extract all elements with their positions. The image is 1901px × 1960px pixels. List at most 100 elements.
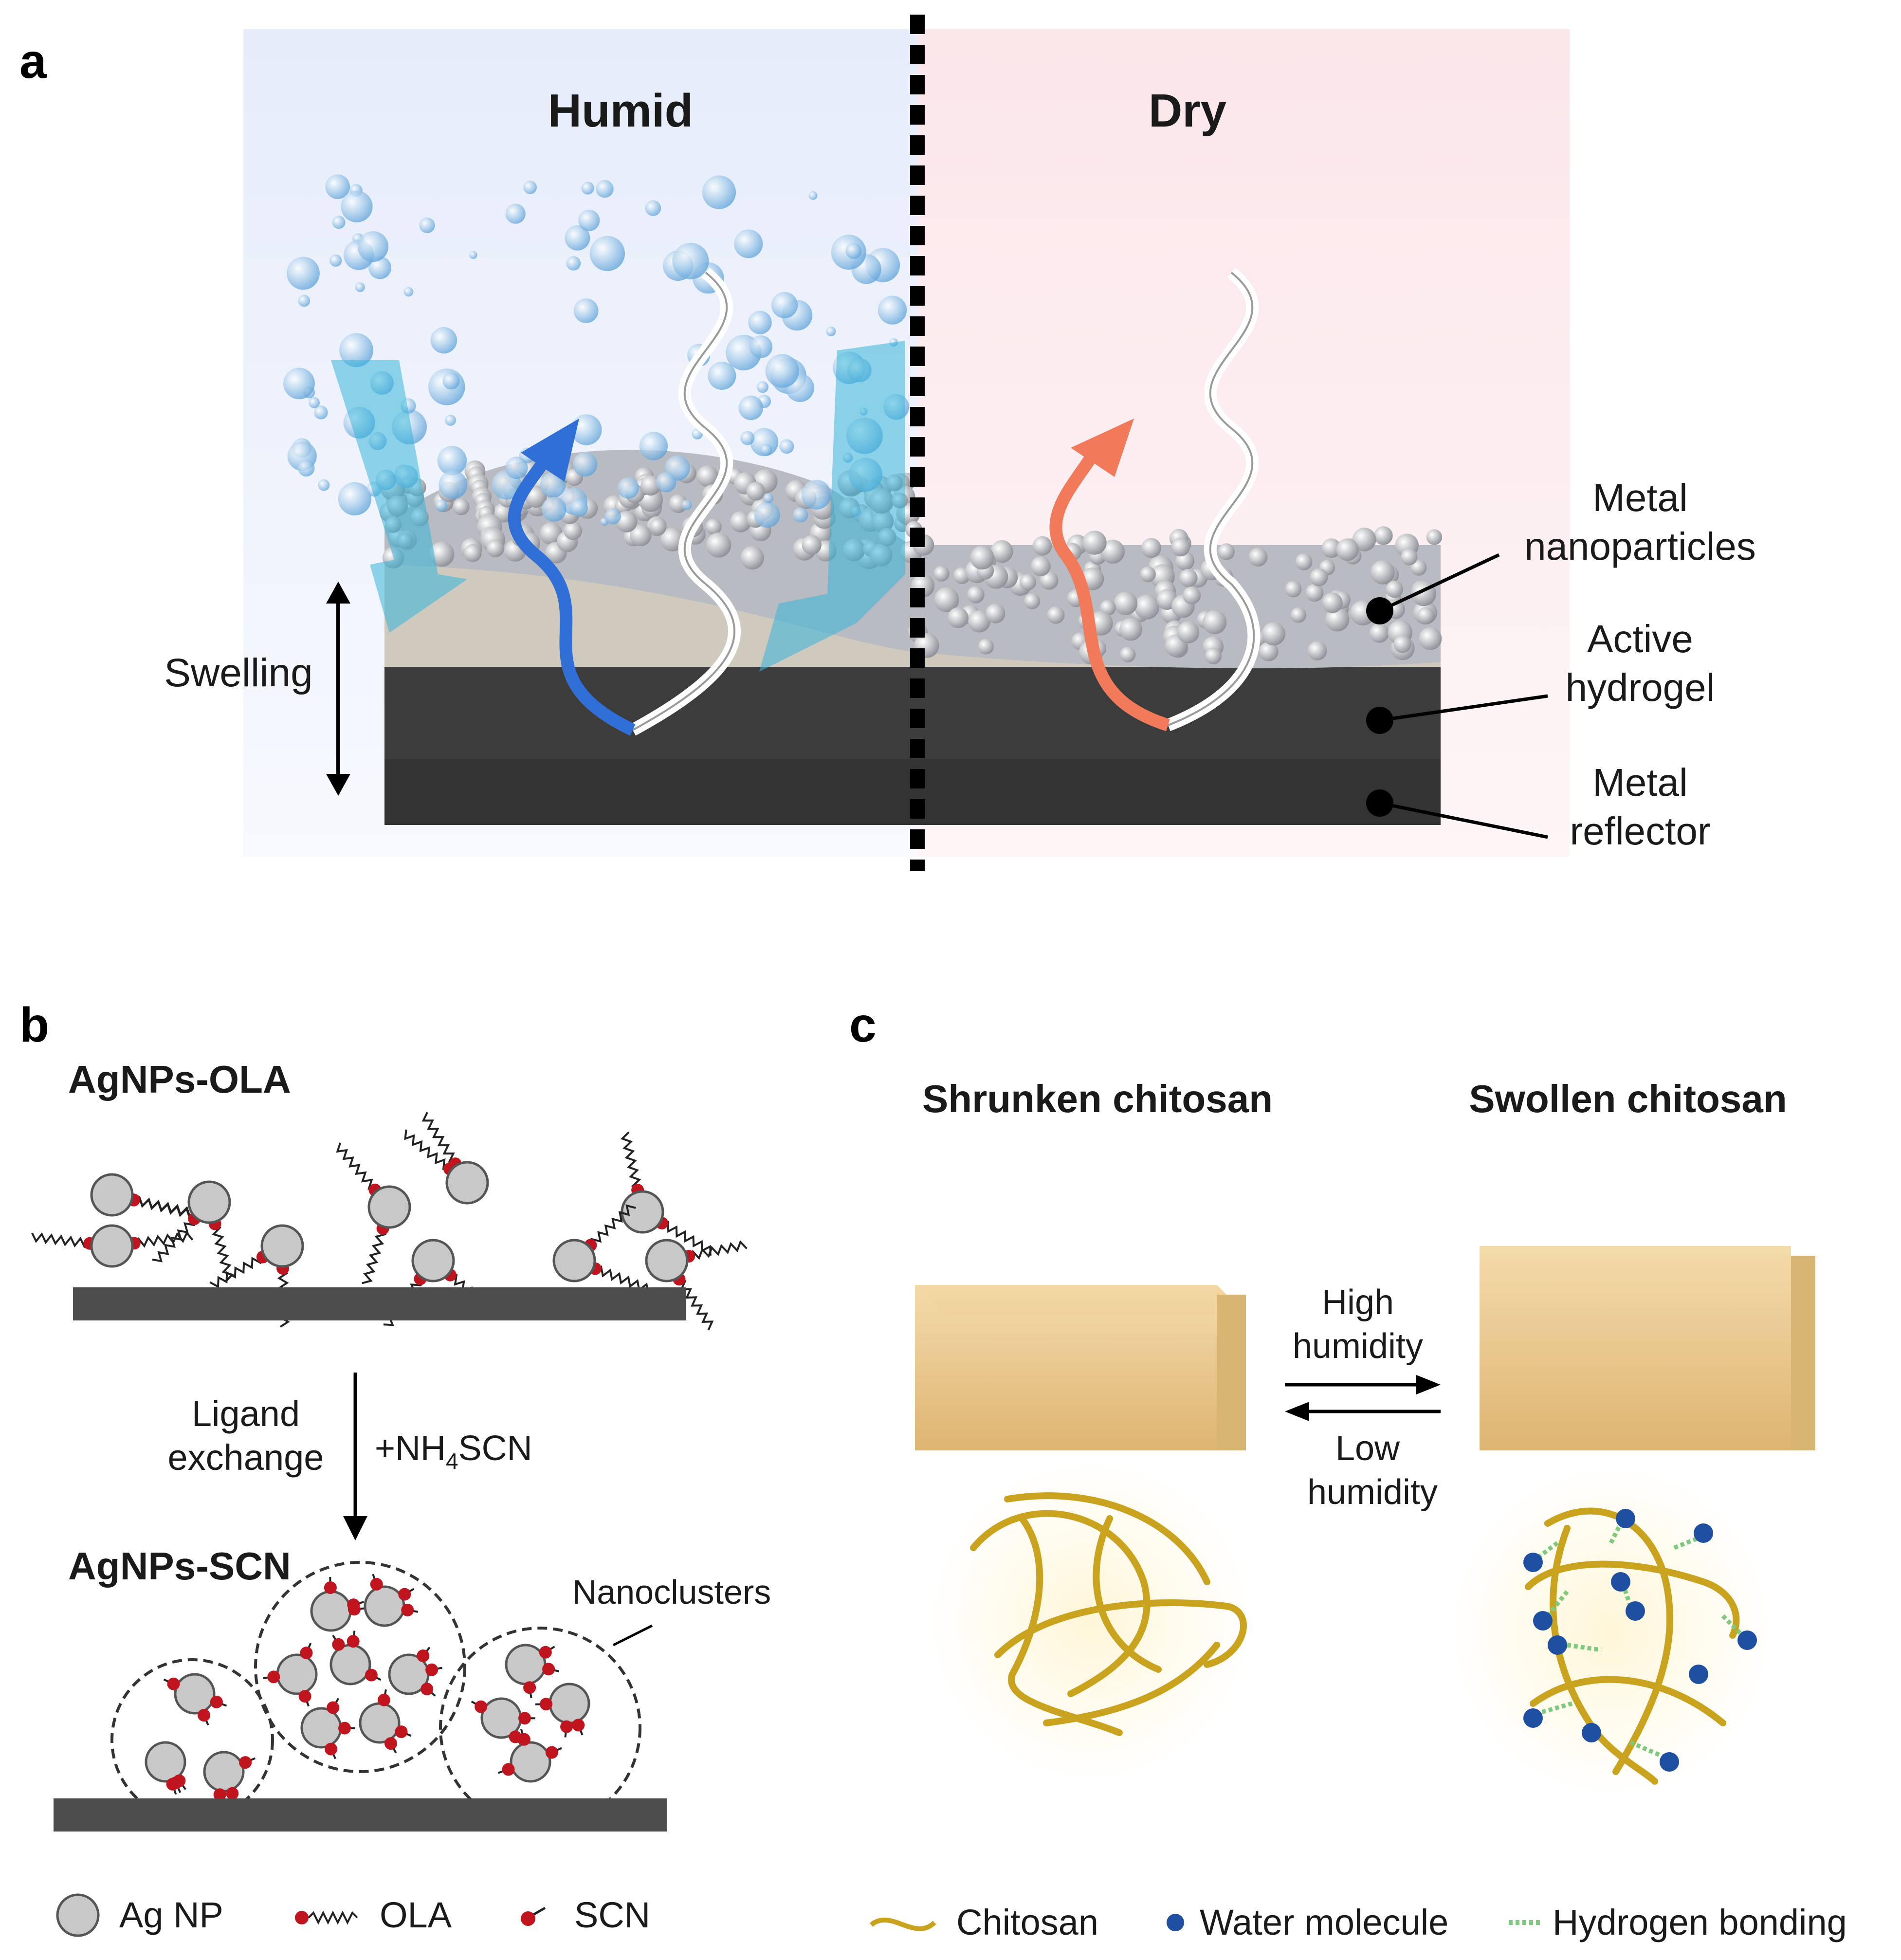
ag-nanoparticle	[174, 1673, 216, 1715]
water-droplet	[309, 397, 320, 408]
chitosan-strand	[1008, 1515, 1123, 1736]
nanoparticle-sphere	[1134, 594, 1160, 620]
nanoparticle-sphere	[616, 511, 638, 532]
nanoparticle-sphere	[1336, 538, 1359, 561]
ag-nanoparticle	[90, 1224, 134, 1268]
legend-ola-label: OLA	[380, 1895, 452, 1935]
scn-ligand-head	[324, 1581, 337, 1594]
water-molecule	[1660, 1752, 1679, 1772]
nanoparticle-sphere	[985, 604, 1005, 623]
ola-ligand-tail	[336, 1142, 375, 1191]
scn-ligand-head	[475, 1700, 488, 1713]
water-droplet	[765, 354, 799, 388]
nanoparticle-sphere	[933, 566, 950, 582]
nanoparticle-sphere	[990, 540, 1013, 563]
nanoparticle-sphere	[1325, 607, 1350, 632]
water-droplet	[318, 479, 330, 491]
ag-nanoparticle	[548, 1683, 590, 1724]
water-droplet	[338, 482, 372, 515]
scn-ligand-head	[425, 1663, 439, 1676]
water-droplet	[748, 311, 772, 334]
nanoparticle-sphere	[1047, 606, 1065, 624]
water-droplet	[877, 295, 907, 325]
scn-ligand-head	[401, 1604, 414, 1616]
scn-ligand-head	[210, 1695, 223, 1708]
hbond	[1567, 1643, 1602, 1652]
agnps-scn-title: AgNPs-SCN	[68, 1544, 291, 1588]
nanoparticles-label-2: nanoparticles	[1524, 525, 1756, 568]
water-droplet	[808, 191, 818, 200]
swelling-arrowhead-up	[326, 582, 350, 604]
shrunken-chitosan-title: Shrunken chitosan	[922, 1077, 1273, 1120]
nanoparticle-sphere	[649, 518, 667, 535]
ag-nanoparticle	[276, 1653, 318, 1695]
nanoparticle-sphere	[934, 587, 959, 612]
nanoparticle-sphere	[1371, 560, 1395, 585]
reflected-blue-arrowhead	[521, 419, 579, 482]
panel-a: a Humid Dry	[19, 15, 1756, 871]
nanoparticle-sphere	[1114, 591, 1138, 615]
high-humidity-label-2: humidity	[1293, 1327, 1423, 1366]
water-droplet	[578, 209, 600, 231]
nanoparticle-sphere	[1140, 566, 1156, 583]
water-droplet	[749, 335, 772, 358]
nanoparticle-sphere	[1218, 543, 1235, 560]
reflector-callout-line	[1379, 801, 1548, 839]
scn-ligand-head	[213, 1788, 226, 1801]
water-droplet	[763, 493, 773, 504]
nanocluster-circle-2	[254, 1561, 466, 1773]
water-droplet	[505, 203, 526, 224]
panel-c-label: c	[849, 998, 877, 1052]
reflected-red-arrowhead	[1071, 419, 1134, 477]
water-droplet	[430, 327, 457, 354]
ola-ligand-tail	[421, 1112, 456, 1165]
water-droplet	[541, 497, 567, 522]
water-droplet	[740, 431, 755, 445]
nanoparticle-sphere	[746, 482, 766, 501]
nanoparticle-sphere	[1179, 568, 1198, 587]
scn-ligand-head	[332, 1638, 345, 1651]
nanoparticle-sphere	[640, 475, 661, 496]
scn-ligand-head	[540, 1698, 552, 1711]
water-droplet	[573, 298, 599, 323]
nanoparticle-sphere	[730, 511, 751, 532]
water-droplet	[845, 243, 862, 259]
water-droplet	[779, 439, 794, 454]
water-droplet	[771, 292, 798, 319]
reflected-blue-wave	[508, 436, 636, 736]
nanoparticle-sphere	[1401, 549, 1418, 566]
legend-ag-np-label: Ag NP	[119, 1895, 223, 1935]
ag-nanoparticle	[552, 1239, 596, 1282]
nanoparticle-sphere	[967, 586, 985, 604]
nanoparticle-sphere	[1374, 526, 1393, 545]
ola-ligand-tail	[688, 1240, 748, 1260]
nanoparticle-sphere	[1248, 548, 1268, 567]
ola-ligand-tail	[152, 1218, 196, 1263]
water-inflow-arrow-left	[331, 360, 467, 633]
water-droplet	[801, 479, 831, 510]
nanoparticle-sphere	[1032, 536, 1052, 556]
legend-ola-head	[295, 1911, 309, 1924]
chitosan-strand	[1530, 1676, 1726, 1726]
scn-ligand-head	[226, 1787, 239, 1800]
nanoparticle-sphere	[1322, 592, 1343, 613]
water-droplet	[604, 508, 621, 525]
panel-a-label: a	[19, 34, 47, 89]
high-humidity-label-1: High	[1322, 1283, 1394, 1322]
nanoparticle-sphere	[968, 610, 990, 633]
scn-ligand-head	[347, 1635, 360, 1648]
nanoparticle-sphere	[1419, 627, 1442, 650]
water-droplet	[826, 327, 836, 336]
nanoparticle-sphere	[1321, 538, 1341, 558]
hbond	[1618, 1576, 1633, 1607]
ligand-exchange-label-2: exchange	[168, 1437, 324, 1478]
chitosan-strand	[1544, 1507, 1673, 1775]
swollen-block-side	[1791, 1256, 1815, 1450]
water-droplet	[566, 256, 581, 271]
water-molecule	[1523, 1708, 1543, 1728]
water-droplet	[287, 256, 320, 290]
high-humidity-arrowhead	[1416, 1375, 1441, 1394]
water-droplet	[754, 502, 780, 528]
ola-ligand-tail	[209, 1256, 264, 1288]
water-droplet	[672, 242, 709, 279]
